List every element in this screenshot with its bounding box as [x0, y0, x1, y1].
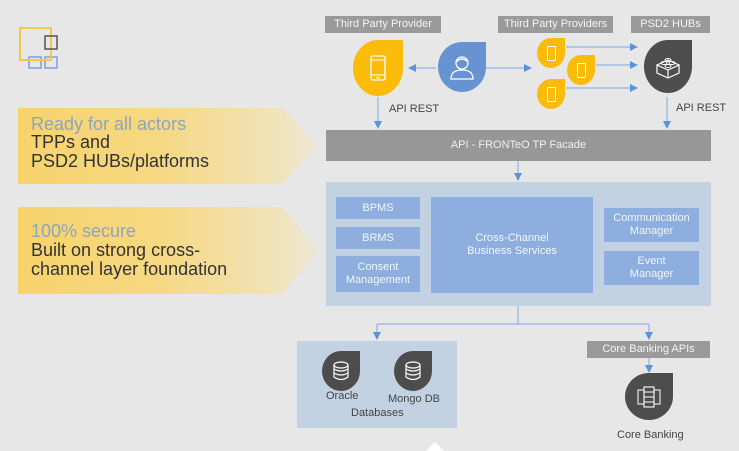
tpp-small-node-2[interactable] — [567, 55, 595, 85]
tpp-node[interactable] — [353, 40, 403, 96]
banner-line: channel layer foundation — [31, 259, 228, 279]
mongo-db-node[interactable] — [394, 351, 432, 391]
mongo-db-label: Mongo DB — [388, 393, 440, 405]
line-layer-split — [377, 306, 519, 325]
consent-management-box[interactable]: Consent Management — [336, 256, 420, 292]
communication-manager-box[interactable]: Communication Manager — [604, 208, 699, 242]
brms-box[interactable]: BRMS — [336, 227, 420, 249]
server-icon — [637, 385, 661, 408]
third-party-providers-label: Third Party Providers — [498, 16, 613, 33]
database-icon — [405, 361, 421, 381]
smartphone-icon — [576, 62, 586, 78]
cross-channel-business-services-box[interactable]: Cross-Channel Business Services — [431, 197, 593, 293]
lego-block-icon — [655, 57, 681, 79]
api-rest-right-label: API REST — [676, 102, 727, 114]
tpp-small-node-3[interactable] — [537, 79, 565, 109]
psd2-hubs-node[interactable] — [644, 40, 692, 93]
banner-line: TPPs and — [31, 132, 111, 152]
bpms-box[interactable]: BPMS — [336, 197, 420, 219]
user-icon — [450, 56, 474, 80]
smartphone-icon — [370, 55, 386, 81]
banner-highlight: 100% secure — [31, 221, 137, 241]
pointer-triangle — [426, 442, 444, 451]
psd2-hubs-label: PSD2 HUBs — [631, 16, 710, 33]
database-icon — [333, 361, 349, 381]
core-banking-apis-label: Core Banking APIs — [587, 341, 710, 358]
banner-actors: Ready for all actors TPPs and PSD2 HUBs/… — [18, 108, 318, 184]
banner-highlight: Ready for all actors — [31, 114, 187, 134]
core-banking-node[interactable] — [625, 373, 673, 420]
banner-secure: 100% secure Built on strong cross- chann… — [18, 207, 318, 294]
tpp-small-node-1[interactable] — [537, 38, 565, 68]
banner-line: PSD2 HUBs/platforms — [31, 151, 210, 171]
banner-line: Built on strong cross- — [31, 240, 201, 260]
smartphone-icon — [546, 86, 556, 102]
oracle-db-node[interactable] — [322, 351, 360, 391]
smartphone-icon — [546, 45, 556, 61]
event-manager-box[interactable]: Event Manager — [604, 251, 699, 285]
api-rest-left-label: API REST — [389, 103, 440, 115]
oracle-label: Oracle — [326, 390, 359, 402]
api-facade-bar[interactable]: API - FRONTeO TP Facade — [326, 130, 711, 161]
squares-logo-icon — [19, 27, 58, 69]
third-party-provider-label: Third Party Provider — [325, 16, 441, 33]
user-node[interactable] — [438, 42, 486, 92]
databases-label: Databases — [351, 407, 404, 419]
core-banking-label: Core Banking — [617, 429, 684, 441]
